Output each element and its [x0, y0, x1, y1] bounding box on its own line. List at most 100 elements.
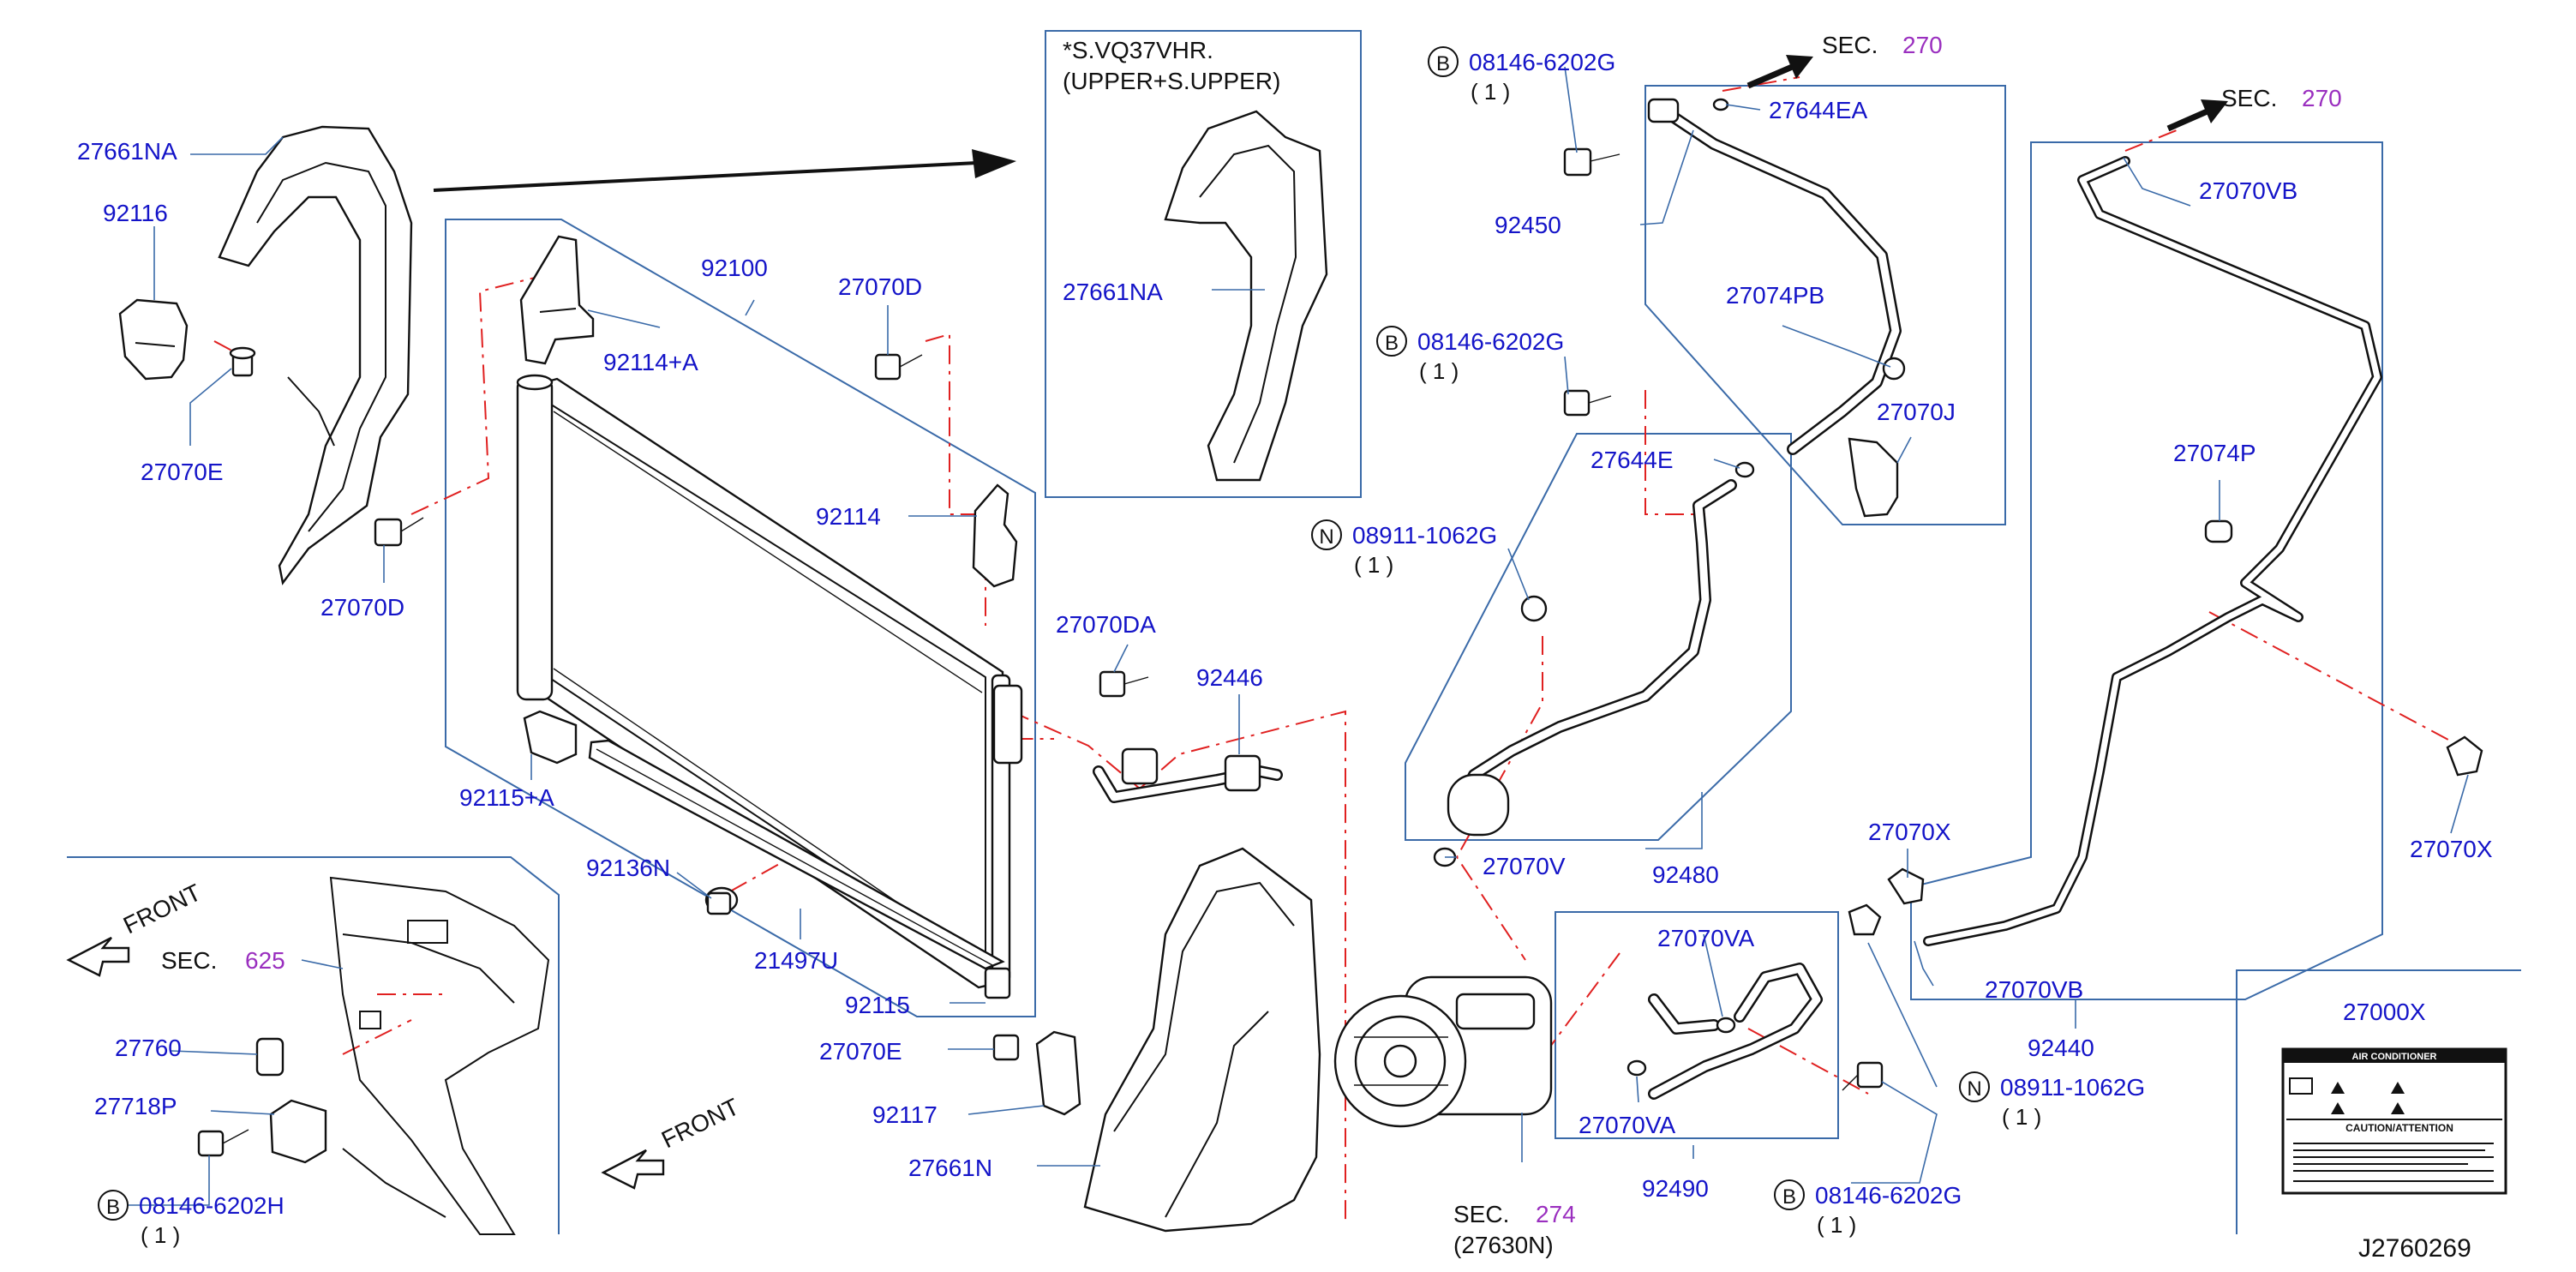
sensor-27760[interactable] — [255, 1037, 285, 1077]
pipe-92440[interactable] — [1923, 156, 2382, 946]
fastener-number[interactable]: 08911-1062G — [1352, 522, 1497, 549]
part-92450[interactable]: 92450 — [1495, 212, 1561, 238]
radiator-core-support[interactable] — [329, 876, 550, 1235]
part-27718P[interactable]: 27718P — [94, 1093, 177, 1119]
nut-n-mid[interactable] — [1520, 595, 1548, 622]
plug-92136N[interactable] — [704, 886, 739, 915]
part-27070X-right[interactable]: 27070X — [2410, 836, 2493, 862]
oring-27644E[interactable] — [1734, 461, 1755, 478]
bracket-27070J[interactable] — [1848, 437, 1899, 518]
bolt-27070D-left[interactable] — [374, 517, 424, 547]
part-27070VA-top[interactable]: 27070VA — [1657, 925, 1754, 951]
bolt-27070DA[interactable] — [1099, 670, 1149, 698]
clip-92116[interactable] — [118, 298, 189, 381]
fastener-prefix: N — [1319, 525, 1333, 549]
nut-n-right[interactable] — [1848, 903, 1882, 936]
fastener-number[interactable]: 08146-6202G — [1469, 49, 1615, 75]
clip-27070X-right[interactable] — [2446, 735, 2483, 777]
fastener-qty: ( 1 ) — [1471, 79, 1510, 105]
part-27000X[interactable]: 27000X — [2343, 999, 2426, 1025]
bracket-92114[interactable] — [972, 483, 1018, 588]
part-27074P[interactable]: 27074P — [2173, 440, 2256, 466]
part-92440[interactable]: 92440 — [2028, 1035, 2094, 1061]
pipe-92446[interactable] — [1093, 747, 1283, 803]
part-27661NA-inset[interactable]: 27661NA — [1063, 279, 1163, 305]
part-27760[interactable]: 27760 — [115, 1035, 182, 1061]
part-92490[interactable]: 92490 — [1642, 1175, 1709, 1202]
fastener-number[interactable]: 08146-6202G — [1815, 1182, 1962, 1209]
air-guide-27661NA-left[interactable] — [218, 125, 413, 585]
part-92116[interactable]: 92116 — [103, 200, 168, 226]
part-92115[interactable]: 92115 — [845, 992, 910, 1018]
sec-270-b[interactable]: 270 — [2302, 85, 2342, 111]
hose-92490-frame — [1555, 911, 1839, 1139]
bolt-b-top[interactable] — [1563, 147, 1620, 177]
fastener-number[interactable]: 08911-1062G — [2000, 1074, 2145, 1101]
bolt-b-left[interactable] — [197, 1129, 249, 1157]
ac-label-plate-27000X[interactable]: AIR CONDITIONER CAUTION/ATTENTION — [2281, 1047, 2507, 1195]
part-27644EA[interactable]: 27644EA — [1769, 97, 1868, 123]
part-92117[interactable]: 92117 — [872, 1101, 938, 1128]
part-27070E-bottom[interactable]: 27070E — [819, 1038, 902, 1065]
part-92100[interactable]: 92100 — [701, 255, 768, 281]
oring-27070VA-top[interactable] — [1716, 1017, 1736, 1034]
fastener-b-bottom[interactable]: B 08146-6202G ( 1 ) — [1774, 1179, 1962, 1238]
sec-270-a[interactable]: 270 — [1902, 32, 1943, 58]
fastener-b-left[interactable]: B 08146-6202H ( 1 ) — [98, 1190, 285, 1248]
condenser-92100[interactable] — [516, 374, 1023, 989]
bracket-92115A[interactable] — [523, 710, 578, 765]
part-27070D-left[interactable]: 27070D — [321, 594, 404, 621]
phantom-lines — [213, 76, 2460, 1226]
part-92480[interactable]: 92480 — [1652, 861, 1719, 888]
fastener-b-top[interactable]: B 08146-6202G ( 1 ) — [1428, 46, 1615, 105]
oring-27070VA-bottom[interactable] — [1626, 1059, 1647, 1077]
fastener-prefix: B — [106, 1196, 120, 1219]
bolt-27070E-top[interactable] — [229, 346, 256, 377]
air-guide-27661N[interactable] — [1083, 847, 1321, 1233]
hose-92490[interactable] — [1648, 963, 1823, 1100]
part-92446[interactable]: 92446 — [1196, 664, 1263, 691]
part-27074PB[interactable]: 27074PB — [1726, 282, 1824, 309]
air-guide-27661NA-inset[interactable] — [1164, 110, 1328, 482]
fastener-number[interactable]: 08146-6202G — [1417, 328, 1564, 355]
part-27070VA-bottom[interactable]: 27070VA — [1579, 1112, 1675, 1138]
fastener-n-mid[interactable]: N 08911-1062G ( 1 ) — [1311, 519, 1497, 578]
part-21497U[interactable]: 21497U — [754, 947, 838, 974]
bolt-b-bottom[interactable] — [1842, 1061, 1884, 1091]
mount-92115[interactable] — [984, 967, 1011, 999]
part-92115A[interactable]: 92115+A — [459, 784, 554, 811]
bolt-27070E-bottom[interactable] — [992, 1034, 1020, 1061]
part-27070E-top[interactable]: 27070E — [141, 459, 224, 485]
part-92114A[interactable]: 92114+A — [603, 349, 698, 375]
hose-92480[interactable] — [1447, 479, 1737, 837]
seal-21497U[interactable] — [588, 739, 1005, 970]
part-27070DA[interactable]: 27070DA — [1056, 611, 1156, 638]
part-27661NA-left[interactable]: 27661NA — [77, 138, 177, 165]
clip-27070X-mid[interactable] — [1887, 867, 1925, 905]
clip-92117[interactable] — [1035, 1030, 1081, 1116]
part-27661N[interactable]: 27661N — [908, 1155, 992, 1181]
part-92114[interactable]: 92114 — [816, 503, 881, 530]
cap-27074PB[interactable] — [1882, 357, 1906, 381]
bracket-92114A[interactable] — [519, 235, 595, 365]
bolt-27070D-right[interactable] — [874, 353, 923, 381]
bolt-b-mid[interactable] — [1563, 389, 1612, 417]
cap-27074P[interactable] — [2204, 519, 2233, 543]
hose-92480-frame — [1405, 433, 1792, 841]
sec-274[interactable]: 274 — [1536, 1201, 1576, 1227]
part-27070VB-bottom[interactable]: 27070VB — [1985, 976, 2083, 1003]
fastener-n-right[interactable]: N 08911-1062G ( 1 ) — [1959, 1071, 2145, 1130]
fastener-b-mid[interactable]: B 08146-6202G ( 1 ) — [1376, 326, 1564, 384]
part-27070J[interactable]: 27070J — [1877, 399, 1956, 425]
part-27070D-right[interactable]: 27070D — [838, 273, 922, 300]
part-27070VB-top[interactable]: 27070VB — [2199, 177, 2297, 204]
bracket-27718P[interactable] — [269, 1099, 327, 1164]
part-27644E[interactable]: 27644E — [1591, 447, 1674, 473]
fastener-number[interactable]: 08146-6202H — [139, 1192, 285, 1219]
sec-625[interactable]: 625 — [245, 947, 285, 974]
part-27070X-mid[interactable]: 27070X — [1868, 819, 1951, 845]
part-27070V[interactable]: 27070V — [1483, 853, 1566, 879]
part-92136N[interactable]: 92136N — [586, 855, 670, 881]
hose-92450[interactable] — [1647, 98, 1902, 455]
compressor[interactable] — [1333, 975, 1553, 1128]
